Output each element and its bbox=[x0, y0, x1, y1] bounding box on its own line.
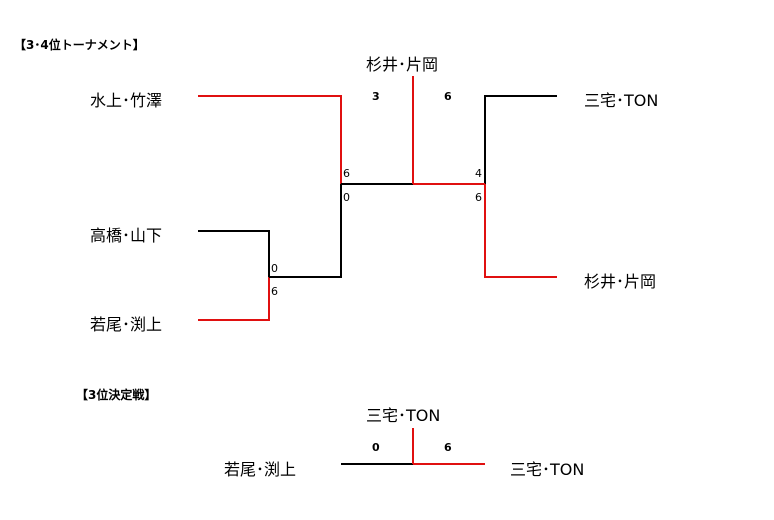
left-qf-top-score: 0 bbox=[271, 262, 278, 275]
final-score-right: 6 bbox=[444, 90, 452, 103]
left-semi-bottom-score: 0 bbox=[343, 191, 350, 204]
third-place-score-left: 0 bbox=[372, 441, 380, 454]
team-right-top: 三宅･TON bbox=[584, 91, 659, 110]
bracket-winner-name: 杉井･片岡 bbox=[366, 55, 439, 74]
final-score-left: 3 bbox=[372, 90, 380, 103]
line-right-bottom bbox=[484, 184, 557, 278]
team-left-bottom: 若尾･渕上 bbox=[90, 315, 163, 334]
third-place-right-team: 三宅･TON bbox=[510, 460, 585, 479]
line-left-top bbox=[198, 95, 342, 184]
left-qf-bottom-score: 6 bbox=[271, 285, 278, 298]
team-left-mid: 高橋･山下 bbox=[90, 226, 163, 245]
left-semi-top-score: 6 bbox=[343, 167, 350, 180]
line-right-top bbox=[484, 95, 557, 184]
line-left-mid bbox=[198, 230, 270, 277]
line-left-bottom bbox=[198, 277, 270, 321]
third-place-heading: 【3位決定戦】 bbox=[76, 388, 157, 402]
line-left-semi bbox=[269, 184, 342, 278]
third-place-left-team: 若尾･渕上 bbox=[224, 460, 297, 479]
team-right-bottom: 杉井･片岡 bbox=[584, 272, 657, 291]
third-place-score-right: 6 bbox=[444, 441, 452, 454]
team-left-top: 水上･竹澤 bbox=[90, 91, 163, 110]
bracket-heading: 【3･4位トーナメント】 bbox=[14, 38, 145, 52]
right-semi-top-score: 4 bbox=[475, 167, 482, 180]
third-place-winner-name: 三宅･TON bbox=[366, 406, 441, 425]
right-semi-bottom-score: 6 bbox=[475, 191, 482, 204]
